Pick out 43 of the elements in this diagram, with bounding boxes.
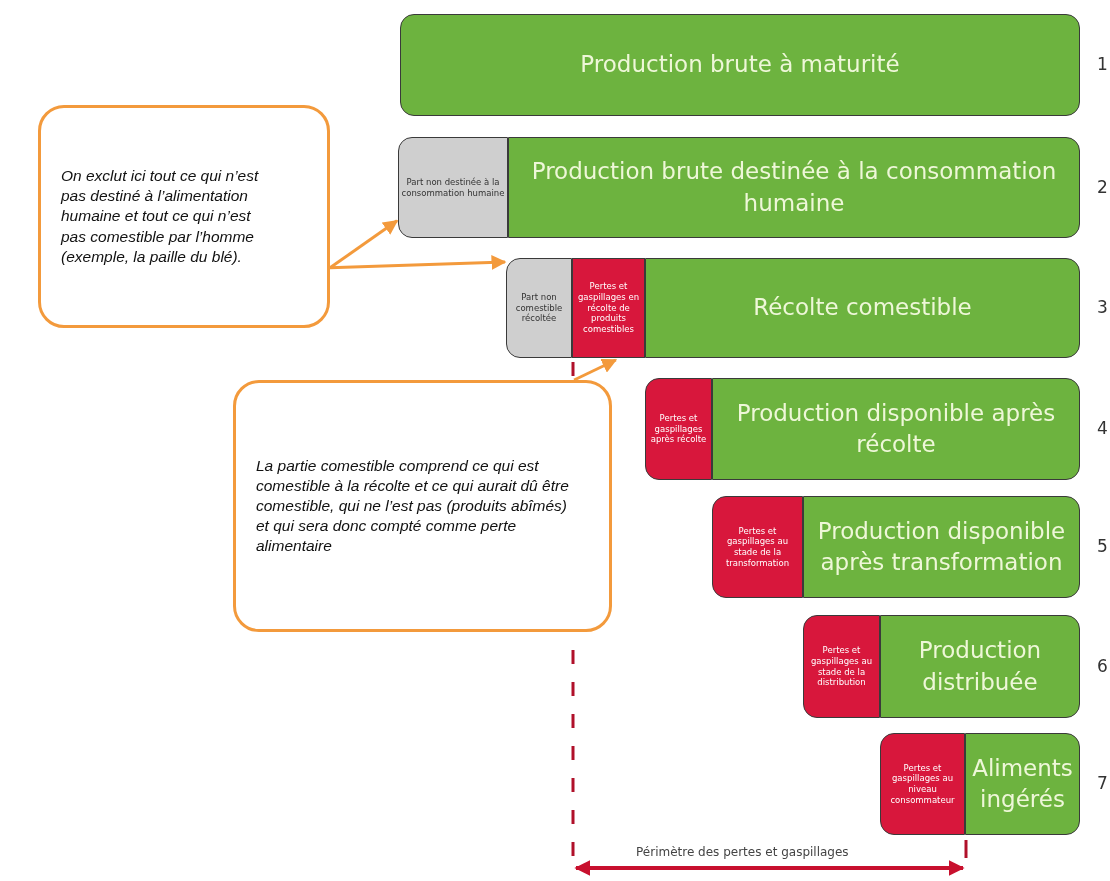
callout-text: On exclut ici tout ce qui n’est pas destiné à l’alimentation humaine et tout ce qui n’est pas comestible par l’homme (exemple, la paille du blé). xyxy=(61,166,260,267)
stage-bar xyxy=(803,496,1080,598)
excluded-part-segment xyxy=(506,258,572,358)
row-number: 6 xyxy=(1097,655,1108,676)
callout-box xyxy=(38,105,330,328)
row-number: 4 xyxy=(1097,418,1108,438)
segment-label: Part non comestible récoltée xyxy=(514,292,564,324)
segment-label: Pertes et gaspillages au stade de la transformation xyxy=(724,525,791,569)
stage-bar xyxy=(508,137,1080,238)
stage-label: Production disponible après transformation xyxy=(816,516,1067,577)
row-number: 2 xyxy=(1097,176,1108,197)
segment-label: Pertes et gaspillages au niveau consommateur xyxy=(889,762,956,806)
arrow xyxy=(329,219,399,269)
row-number: 1 xyxy=(1097,54,1108,74)
loss-segment xyxy=(712,496,803,598)
stage-bar xyxy=(712,378,1080,480)
stage-label: Production brute à maturité xyxy=(579,50,901,80)
segment-label: Pertes et gaspillages au stade de la distribution xyxy=(809,645,874,688)
segment-label: Pertes et gaspillages en récolte de produits comestibles xyxy=(576,281,641,335)
stage-label: Production brute destinée à la consommation humaine xyxy=(530,157,1058,218)
stage-label: Production distribuée xyxy=(917,636,1043,697)
stage-bar xyxy=(965,733,1080,835)
loss-segment xyxy=(572,258,645,358)
segment-label: Pertes et gaspillages après récolte xyxy=(649,413,708,445)
stage-label: Récolte comestible xyxy=(752,293,973,323)
row-number: 7 xyxy=(1097,773,1108,793)
stage-bar xyxy=(400,14,1080,116)
stage-bar xyxy=(645,258,1080,358)
stage-label: Production disponible après récolte xyxy=(735,398,1057,459)
stage-bar xyxy=(880,615,1080,718)
callout-box xyxy=(233,380,612,632)
row-number: 5 xyxy=(1097,536,1108,556)
segment-label: Part non destinée à la consommation humaine xyxy=(400,176,506,199)
excluded-part-segment xyxy=(398,137,508,238)
dimension-label: Périmètre des pertes et gaspillages xyxy=(636,845,849,859)
row-number: 3 xyxy=(1097,297,1108,317)
loss-segment xyxy=(880,733,965,835)
arrow xyxy=(329,254,507,270)
loss-segment xyxy=(803,615,880,718)
arrow xyxy=(573,358,618,382)
callout-text: La partie comestible comprend ce qui est comestible à la récolte et ce qui aurait dû être comestible, qui ne l’est pas (produits abîmés) et qui sera donc compté comme perte alimentaire xyxy=(256,455,569,557)
stage-label: Aliments ingérés xyxy=(971,753,1074,814)
loss-segment xyxy=(645,378,712,480)
